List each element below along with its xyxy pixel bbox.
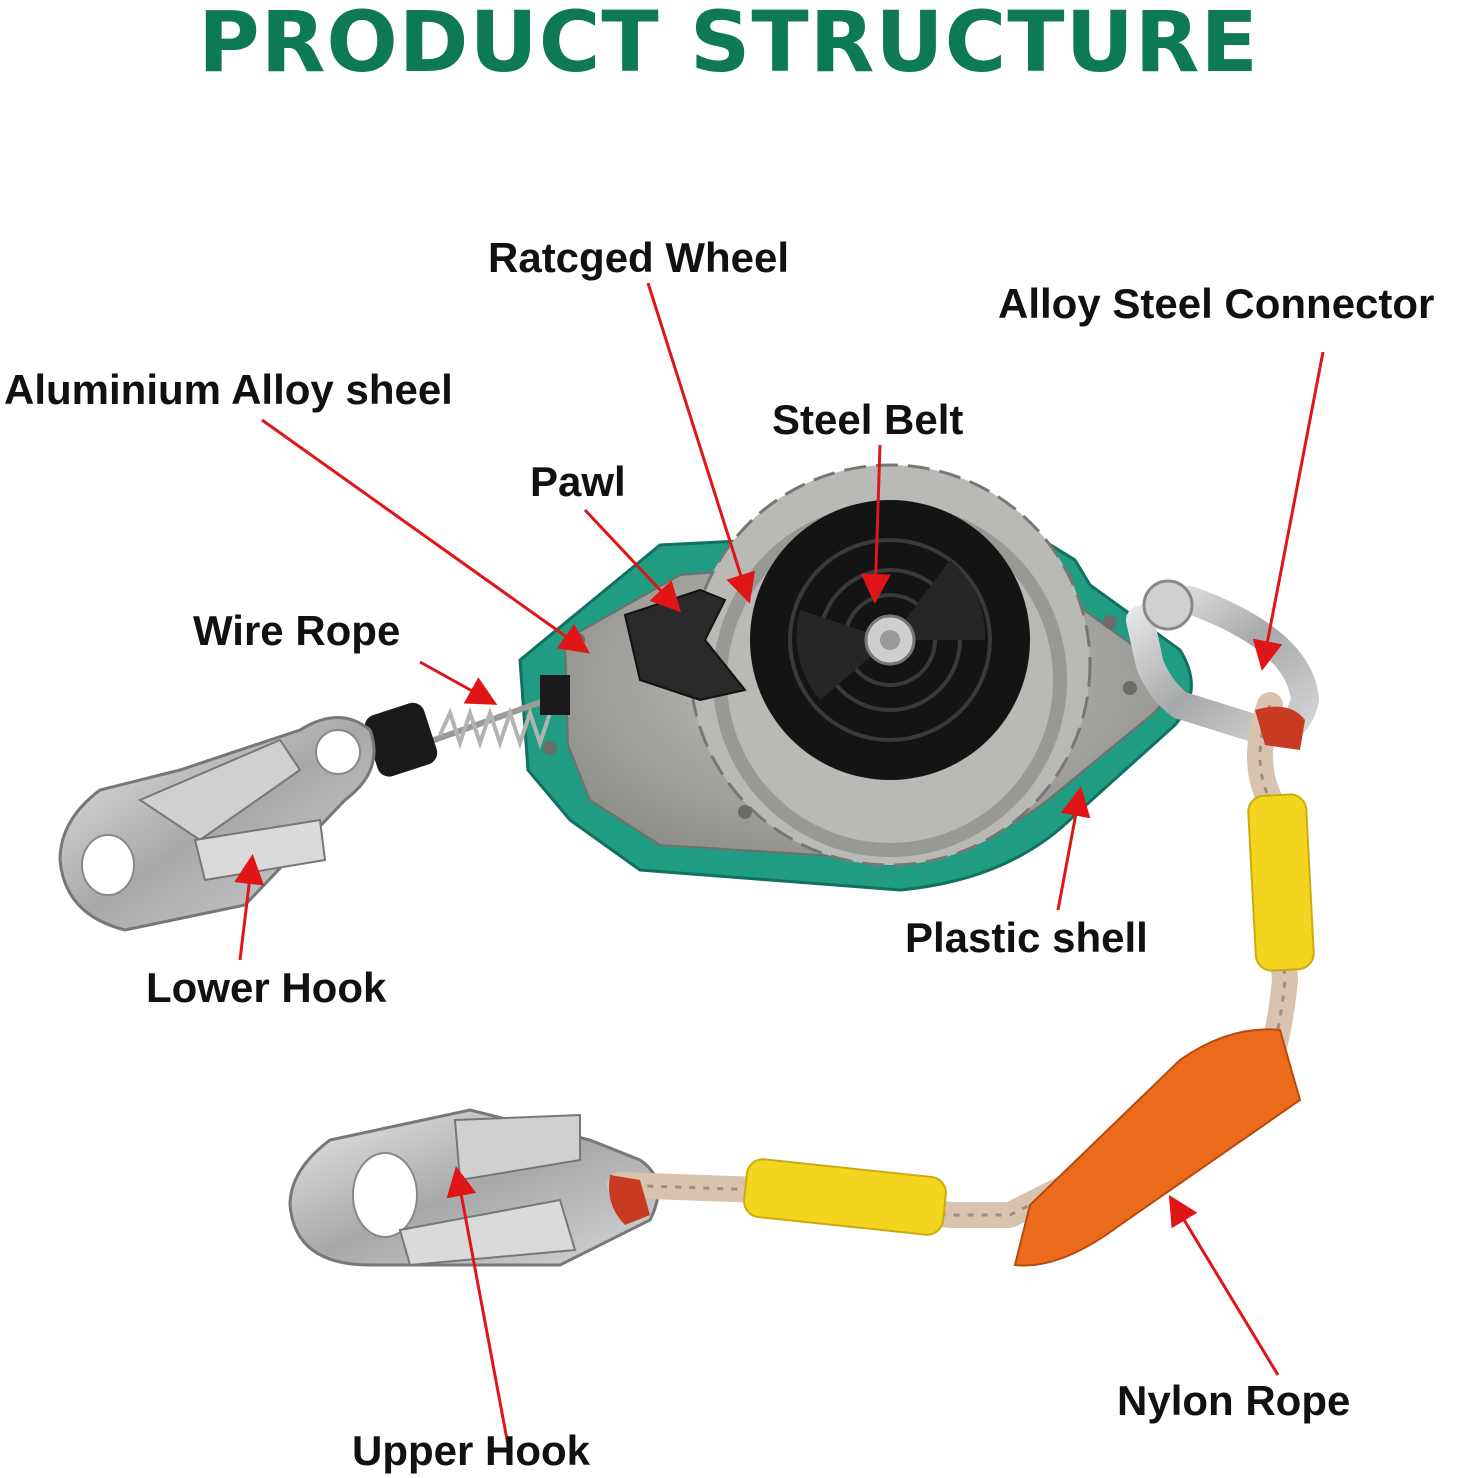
arrow-nylon-rope <box>1168 1194 1280 1376</box>
arrow-steel-belt <box>860 444 891 604</box>
orange-webbing <box>1013 1028 1302 1267</box>
arrow-wire-rope <box>419 660 498 705</box>
label-wire-rope: Wire Rope <box>193 607 401 654</box>
rope-stopper <box>364 702 438 777</box>
label-pawl: Pawl <box>530 458 626 505</box>
label-plastic-shell: Plastic shell <box>905 914 1148 961</box>
label-ratchet-wheel: Ratcged Wheel <box>488 234 790 281</box>
arrow-aluminium-alloy-shell <box>261 418 590 654</box>
arrow-upper-hook <box>446 1166 510 1446</box>
pawl <box>623 588 747 702</box>
arrow-lower-hook <box>234 854 265 961</box>
label-upper-hook: Upper Hook <box>352 1427 591 1474</box>
yellow-sleeve-upper <box>1247 793 1315 972</box>
upper-hook <box>288 1108 660 1267</box>
label-steel-belt: Steel Belt <box>772 396 964 443</box>
lower-hook <box>58 716 376 932</box>
yellow-sleeve-lower <box>743 1158 947 1236</box>
label-alloy-steel-connector: Alloy Steel Connector <box>998 280 1435 327</box>
label-lower-hook: Lower Hook <box>146 964 387 1011</box>
red-thimble-top <box>1255 706 1305 750</box>
arrow-plastic-shell <box>1056 786 1091 911</box>
arrow-pawl <box>583 508 682 613</box>
arrow-alloy-steel-connector <box>1252 351 1325 671</box>
red-thimble-bottom <box>609 1175 650 1225</box>
callout-arrows <box>234 282 1325 1446</box>
page-title: PRODUCT STRUCTURE <box>198 0 1259 91</box>
arrow-ratchet-wheel <box>646 282 756 604</box>
label-nylon-rope: Nylon Rope <box>1117 1377 1351 1424</box>
label-aluminium-alloy-shell: Aluminium Alloy sheel <box>4 366 453 413</box>
